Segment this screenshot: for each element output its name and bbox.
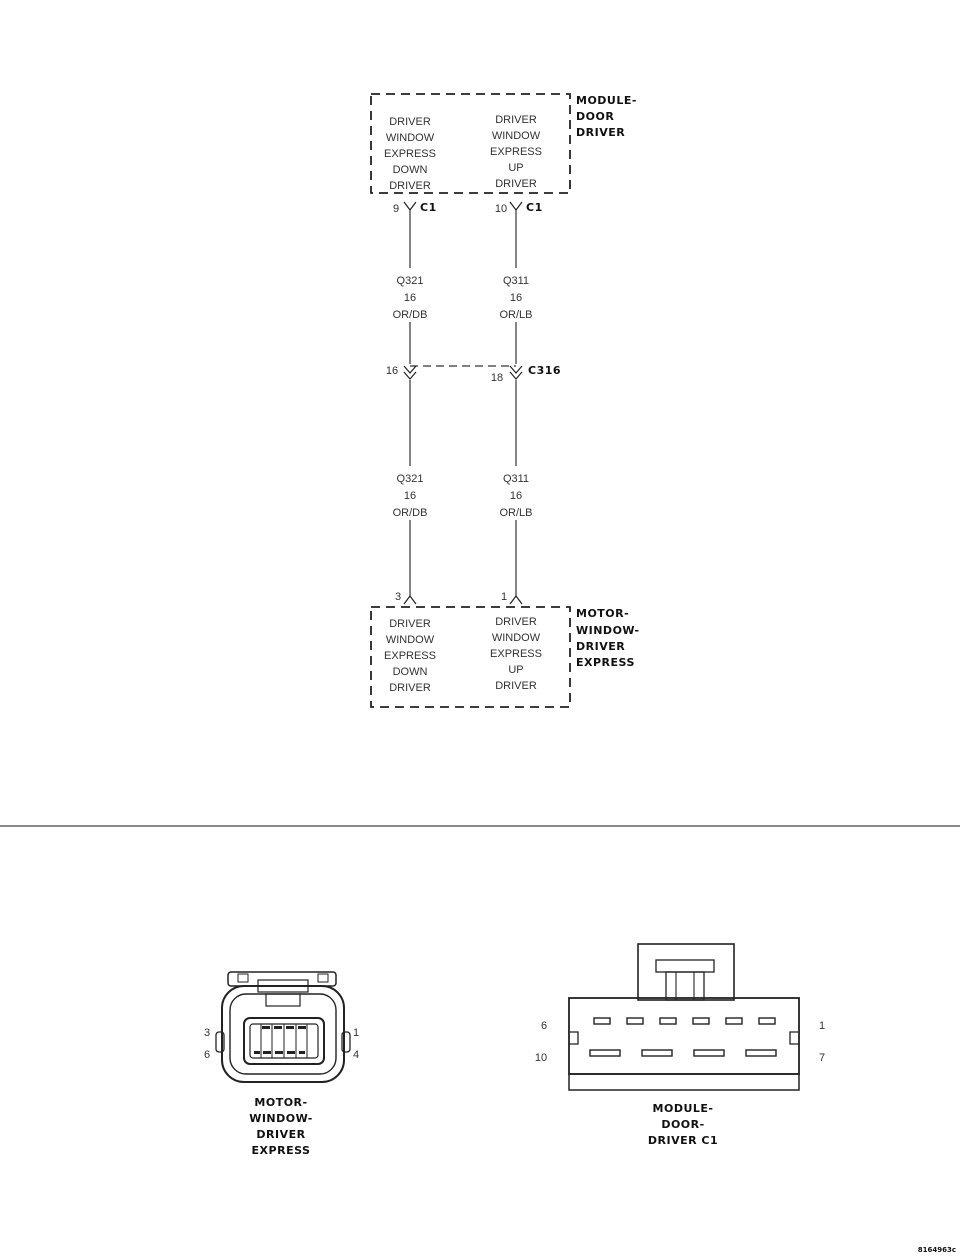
motor-face-label-2: WINDOW- xyxy=(249,1112,313,1125)
svg-text:C1: C1 xyxy=(526,201,543,214)
svg-text:DRIVER: DRIVER xyxy=(389,682,431,694)
module-face-pin-7: 7 xyxy=(819,1052,825,1064)
motor-face-pin-4: 4 xyxy=(353,1049,359,1061)
module-c1-pin-9: 9 C1 xyxy=(393,201,437,215)
motor-pin-1: 1 xyxy=(501,591,523,605)
svg-text:WINDOW: WINDOW xyxy=(386,132,435,144)
svg-text:DOWN: DOWN xyxy=(393,666,428,678)
svg-text:OR/DB: OR/DB xyxy=(393,507,428,519)
motor-pin-3: 3 xyxy=(395,591,417,605)
module-name-line-3: DRIVER xyxy=(576,126,625,139)
svg-text:EXPRESS: EXPRESS xyxy=(490,648,542,660)
svg-text:OR/LB: OR/LB xyxy=(499,309,532,321)
motor-face-pin-1: 1 xyxy=(353,1027,359,1039)
wire-label-q321-upper: Q321 16 OR/DB xyxy=(393,275,428,321)
svg-text:WINDOW: WINDOW xyxy=(492,130,541,142)
svg-text:DRIVER: DRIVER xyxy=(495,680,537,692)
svg-text:9: 9 xyxy=(393,203,399,215)
module-face-label-1: MODULE- xyxy=(653,1102,714,1115)
motor-face-label-1: MOTOR- xyxy=(254,1096,307,1109)
svg-text:16: 16 xyxy=(404,490,416,502)
wire-label-q311-lower: Q311 16 OR/LB xyxy=(499,473,532,519)
svg-text:UP: UP xyxy=(508,162,523,174)
svg-text:1: 1 xyxy=(501,591,507,603)
module-name-line-1: MODULE- xyxy=(576,94,637,107)
svg-text:Q311: Q311 xyxy=(503,473,529,485)
module-pin10-description: DRIVER WINDOW EXPRESS UP DRIVER xyxy=(490,114,542,190)
motor-window-driver-express-box: MOTOR- WINDOW- DRIVER EXPRESS DRIVER WIN… xyxy=(370,606,640,708)
wire-label-q311-upper: Q311 16 OR/LB xyxy=(499,275,532,321)
svg-text:WINDOW: WINDOW xyxy=(386,634,435,646)
c316-pin-16: 16 xyxy=(386,365,398,377)
motor-connector-face-view: 3 6 1 4 MOTOR- WINDOW- DRIVER EXPRESS xyxy=(204,971,359,1157)
c316-label: C316 xyxy=(528,364,561,377)
c316-pin-18: 18 xyxy=(491,372,503,384)
figure-id: 8164963c xyxy=(918,1246,956,1254)
motor-pin1-description: DRIVER WINDOW EXPRESS UP DRIVER xyxy=(490,616,542,692)
svg-text:EXPRESS: EXPRESS xyxy=(384,148,436,160)
svg-text:Q321: Q321 xyxy=(397,473,424,485)
motor-face-label-4: EXPRESS xyxy=(252,1144,311,1157)
module-connector-face-view: 6 10 1 7 MODULE- DOOR- DRIVER C1 xyxy=(535,943,825,1147)
svg-text:16: 16 xyxy=(510,292,522,304)
motor-face-pin-3: 3 xyxy=(204,1027,210,1039)
svg-text:DOWN: DOWN xyxy=(393,164,428,176)
svg-text:DRIVER: DRIVER xyxy=(495,616,537,628)
module-name-line-2: DOOR xyxy=(576,110,614,123)
svg-text:DRIVER: DRIVER xyxy=(495,114,537,126)
svg-text:10: 10 xyxy=(495,203,507,215)
motor-name-line-1: MOTOR- xyxy=(576,607,629,620)
svg-text:Q311: Q311 xyxy=(503,275,529,287)
svg-text:OR/DB: OR/DB xyxy=(393,309,428,321)
module-pin9-description: DRIVER WINDOW EXPRESS DOWN DRIVER xyxy=(384,116,436,192)
motor-face-label-3: DRIVER xyxy=(256,1128,305,1141)
module-door-driver-box: MODULE- DOOR DRIVER DRIVER WINDOW EXPRES… xyxy=(370,93,637,194)
svg-text:EXPRESS: EXPRESS xyxy=(490,146,542,158)
motor-name-line-4: EXPRESS xyxy=(576,656,635,669)
svg-text:DRIVER: DRIVER xyxy=(389,116,431,128)
module-face-label-2: DOOR- xyxy=(661,1118,704,1131)
module-c1-pin-10: 10 C1 xyxy=(495,201,543,215)
svg-text:DRIVER: DRIVER xyxy=(389,180,431,192)
module-face-pin-6: 6 xyxy=(541,1020,547,1032)
svg-text:16: 16 xyxy=(510,490,522,502)
module-face-pin-1: 1 xyxy=(819,1020,825,1032)
module-face-label-3: DRIVER C1 xyxy=(648,1134,718,1147)
svg-text:OR/LB: OR/LB xyxy=(499,507,532,519)
svg-text:C1: C1 xyxy=(420,201,437,214)
motor-name-line-3: DRIVER xyxy=(576,640,625,653)
motor-name-line-2: WINDOW- xyxy=(576,624,640,637)
svg-text:DRIVER: DRIVER xyxy=(389,618,431,630)
svg-text:3: 3 xyxy=(395,591,401,603)
motor-face-pin-6: 6 xyxy=(204,1049,210,1061)
wire-label-q321-lower: Q321 16 OR/DB xyxy=(393,473,428,519)
svg-text:DRIVER: DRIVER xyxy=(495,178,537,190)
svg-text:UP: UP xyxy=(508,664,523,676)
svg-text:WINDOW: WINDOW xyxy=(492,632,541,644)
inline-connector-c316: 16 18 C316 xyxy=(386,364,561,384)
svg-text:16: 16 xyxy=(404,292,416,304)
motor-pin3-description: DRIVER WINDOW EXPRESS DOWN DRIVER xyxy=(384,618,436,694)
svg-text:EXPRESS: EXPRESS xyxy=(384,650,436,662)
svg-text:Q321: Q321 xyxy=(397,275,424,287)
module-face-pin-10: 10 xyxy=(535,1052,547,1064)
